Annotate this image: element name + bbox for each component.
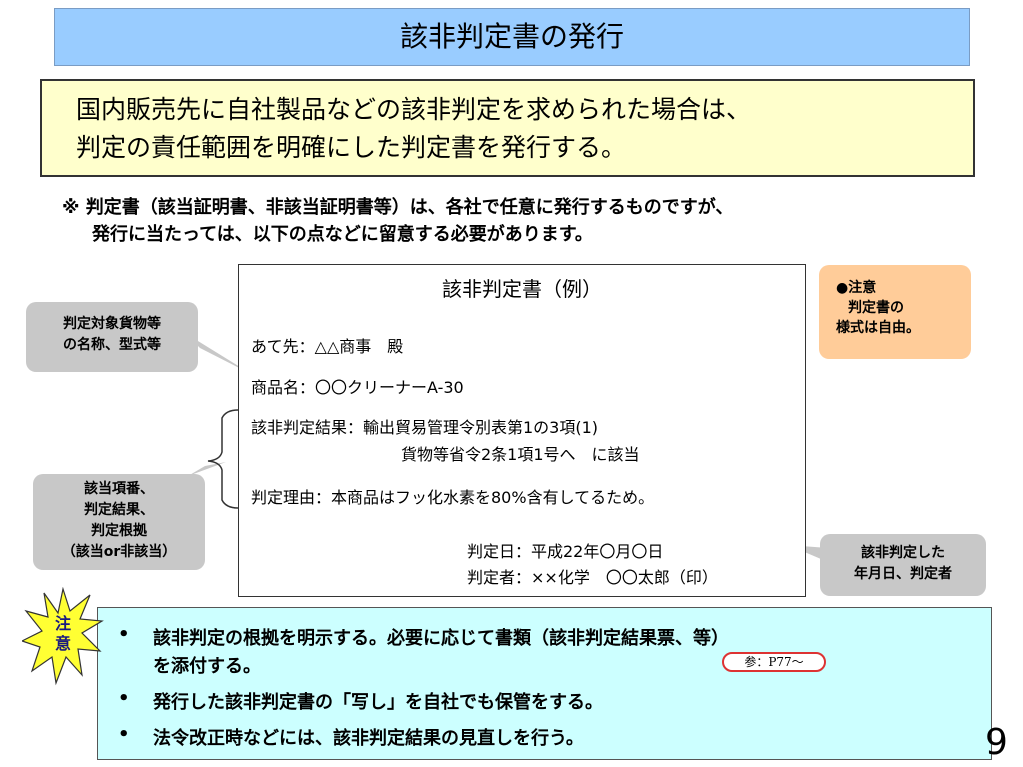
caution-item-3-text: 法令改正時などには、該非判定結果の見直しを行う。 bbox=[153, 728, 584, 749]
callout-item-number: 該当項番、 判定結果、 判定根拠 （該当or非該当） bbox=[33, 474, 205, 570]
caution-item-3: • 法令改正時などには、該非判定結果の見直しを行う。 bbox=[118, 724, 584, 750]
document-example: 該非判定書（例） あて先：△△商事 殿 商品名：〇〇クリーナーA-30 該非判定… bbox=[238, 264, 806, 597]
pointer-item bbox=[188, 462, 226, 476]
caution-badge-line-2: 意 bbox=[54, 634, 71, 653]
reference-badge: 参：P77〜 bbox=[722, 652, 826, 672]
callout-date-judge: 該非判定した 年月日、判定者 bbox=[820, 534, 986, 596]
caution-item-2-text: 発行した該非判定書の「写し」を自社でも保管をする。 bbox=[153, 692, 603, 713]
callout-target-goods: 判定対象貨物等 の名称、型式等 bbox=[26, 302, 198, 372]
attention-line-1: ●注意 bbox=[836, 280, 877, 296]
note-line-2: 発行に当たっては、以下の点などに留意する必要があります。 bbox=[92, 224, 593, 245]
caution-item-1: • 該非判定の根拠を明示する。必要に応じて書類（該非判定結果票、等） bbox=[118, 624, 729, 650]
caution-box: • 該非判定の根拠を明示する。必要に応じて書類（該非判定結果票、等） を添付する… bbox=[97, 607, 992, 760]
callout-item-line-2: 判定結果、 bbox=[84, 502, 154, 518]
addressee: あて先：△△商事 殿 bbox=[251, 337, 404, 356]
attention-line-2: 判定書の bbox=[848, 300, 904, 316]
bracket bbox=[207, 409, 239, 509]
caution-badge-line-1: 注 bbox=[54, 614, 71, 633]
slide-title: 該非判定書の発行 bbox=[54, 8, 970, 66]
result-line-1: 該非判定結果：輸出貿易管理令別表第1の3項(1) bbox=[251, 418, 599, 437]
caution-item-1-line-1: 該非判定の根拠を明示する。必要に応じて書類（該非判定結果票、等） bbox=[153, 628, 729, 649]
note-line-1: ※ 判定書（該当証明書、非該当証明書等）は、各社で任意に発行するものですが、 bbox=[62, 197, 734, 218]
caution-star-icon bbox=[22, 587, 104, 686]
callout-item-line-3: 判定根拠 bbox=[91, 523, 147, 539]
callout-attention: ●注意 判定書の 様式は自由。 bbox=[819, 265, 971, 359]
callout-target-line-1: 判定対象貨物等 bbox=[63, 316, 161, 332]
callout-date-line-2: 年月日、判定者 bbox=[854, 566, 952, 582]
callout-target-line-2: の名称、型式等 bbox=[63, 337, 161, 353]
summary-line-1: 国内販売先に自社製品などの該非判定を求められた場合は、 bbox=[76, 95, 752, 124]
page-number: 9 bbox=[985, 722, 1008, 763]
caution-item-1-cont: を添付する。 bbox=[153, 656, 261, 677]
judgement-date: 判定日：平成22年〇月〇日 bbox=[467, 542, 664, 561]
document-title: 該非判定書（例） bbox=[442, 277, 602, 301]
bullet-icon: • bbox=[118, 724, 130, 745]
note-text: ※ 判定書（該当証明書、非該当証明書等）は、各社で任意に発行するものですが、 発… bbox=[62, 194, 982, 248]
result-line-2: 貨物等省令2条1項1号へ に該当 bbox=[401, 445, 640, 464]
bullet-icon: • bbox=[118, 688, 130, 709]
reason: 判定理由：本商品はフッ化水素を80%含有してるため。 bbox=[251, 488, 655, 507]
callout-item-line-4: （該当or非該当） bbox=[61, 544, 177, 560]
pointer-target bbox=[185, 333, 253, 375]
bullet-icon: • bbox=[118, 624, 130, 645]
caution-item-2: • 発行した該非判定書の「写し」を自社でも保管をする。 bbox=[118, 688, 603, 714]
summary-box: 国内販売先に自社製品などの該非判定を求められた場合は、 判定の責任範囲を明確にし… bbox=[40, 79, 975, 177]
attention-line-3: 様式は自由。 bbox=[836, 320, 920, 336]
callout-item-line-1: 該当項番、 bbox=[84, 481, 154, 497]
judge-name: 判定者：××化学 〇〇太郎（印） bbox=[467, 568, 718, 587]
caution-badge-text: 注 意 bbox=[51, 614, 75, 654]
callout-date-line-1: 該非判定した bbox=[861, 545, 945, 561]
product-name: 商品名：〇〇クリーナーA-30 bbox=[251, 378, 464, 397]
summary-line-2: 判定の責任範囲を明確にした判定書を発行する。 bbox=[76, 133, 627, 162]
